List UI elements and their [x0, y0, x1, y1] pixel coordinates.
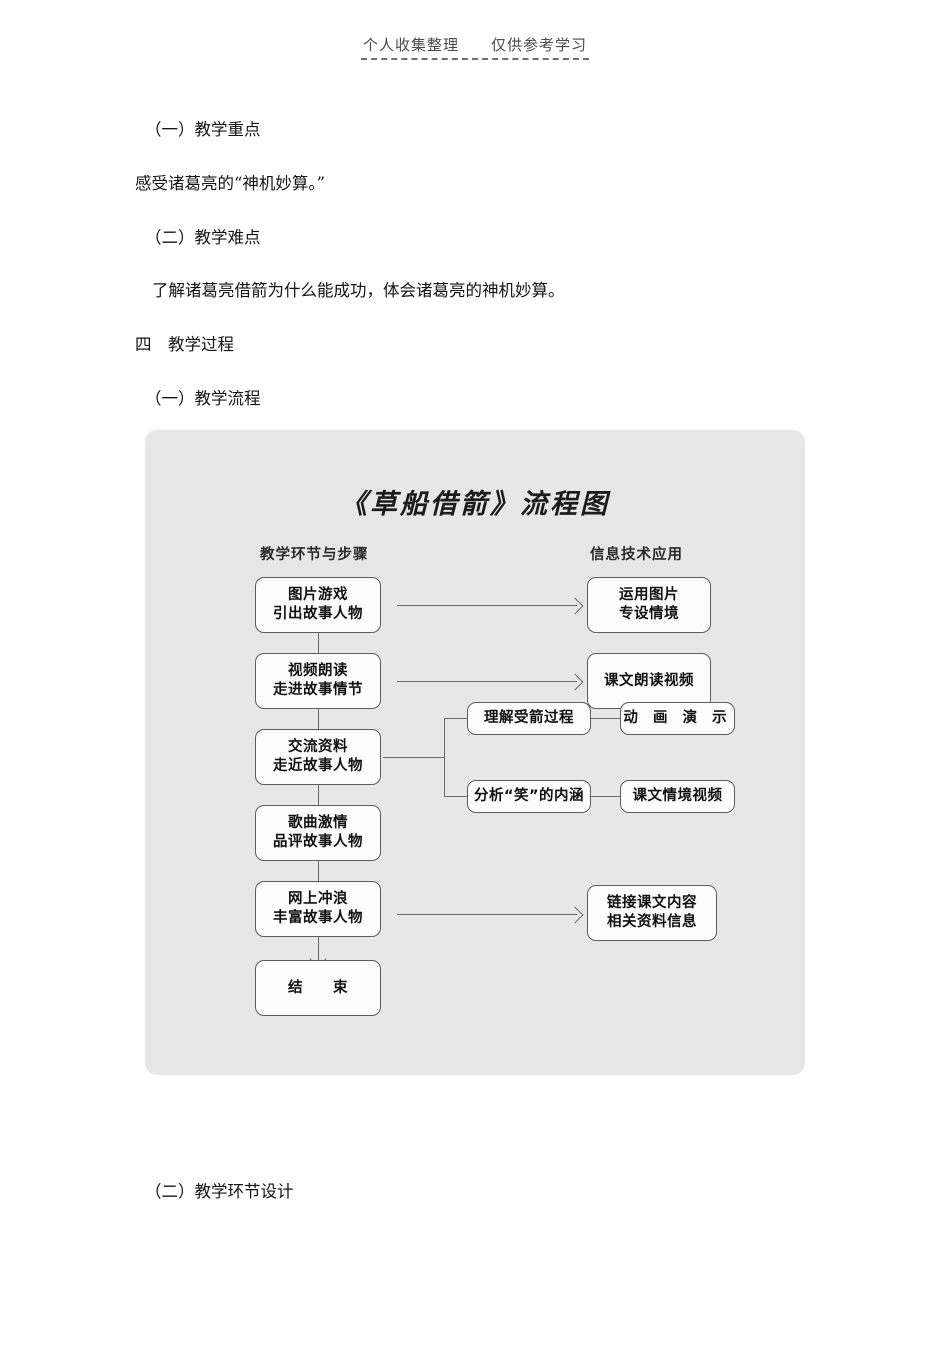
connector-step3-to-step4	[318, 785, 319, 811]
connector-branch-upper	[444, 718, 468, 719]
connector-step4-to-step5	[318, 861, 319, 887]
flowchart-title: 《草船借箭》流程图	[340, 489, 610, 520]
flow-node-step-4-line1: 歌曲激情	[288, 815, 348, 832]
flow-node-step-4[interactable]: 歌曲激情 品评故事人物	[255, 805, 381, 861]
flow-node-step-2-line2: 走进故事情节	[273, 682, 363, 698]
flow-node-branch-2-tech-label: 课文情境视频	[632, 788, 723, 805]
flow-node-step-2[interactable]: 视频朗读 走进故事情节	[255, 653, 381, 709]
flow-node-branch-2[interactable]: 分析“笑”的内涵	[467, 780, 591, 813]
arrowhead-step5-to-tech5	[566, 906, 584, 924]
page-header: 个人收集整理 仅供参考学习	[0, 34, 950, 60]
flow-node-tech-1[interactable]: 运用图片 专设情境	[587, 577, 711, 633]
flow-node-tech-2[interactable]: 课文朗读视频	[587, 653, 711, 709]
flow-node-tech-1-line2: 专设情境	[619, 606, 679, 622]
flow-node-step-3-line1: 交流资料	[288, 739, 348, 756]
flow-node-step-5-line1: 网上冲浪	[288, 891, 348, 908]
document-body: （一）教学重点 感受诸葛亮的“神机妙算。” （二）教学难点 了解诸葛亮借箭为什么…	[135, 118, 825, 441]
flow-node-tech-5[interactable]: 链接课文内容 相关资料信息	[587, 885, 717, 941]
flow-node-tech-1-line1: 运用图片	[619, 587, 679, 604]
flow-node-branch-2-tech[interactable]: 课文情境视频	[620, 780, 735, 813]
connector-branch-lower	[444, 796, 468, 797]
paragraph-teaching-difficulty-heading: （二）教学难点	[145, 227, 261, 247]
flow-node-step-5[interactable]: 网上冲浪 丰富故事人物	[255, 881, 381, 937]
connector-step1-to-step2	[318, 633, 319, 659]
flow-node-end[interactable]: 结 束	[255, 960, 381, 1016]
arrowhead-step1-to-tech1	[566, 597, 584, 615]
flow-node-step-2-line1: 视频朗读	[288, 663, 348, 680]
flow-node-step-1-line1: 图片游戏	[288, 587, 348, 604]
connector-step2-to-step3	[318, 709, 319, 735]
connector-step2-to-tech2	[397, 681, 577, 682]
connector-branch2-to-tech	[591, 796, 621, 797]
paragraph-teaching-focus-text: 感受诸葛亮的“神机妙算。”	[135, 173, 326, 193]
document-footer: （二）教学环节设计	[145, 1180, 294, 1205]
connector-step3-branch-trunk	[383, 757, 445, 758]
watermark-text: 个人收集整理 仅供参考学习	[360, 34, 589, 60]
paragraph-teaching-focus-heading: （一）教学重点	[145, 120, 261, 139]
flow-node-branch-1-tech[interactable]: 动 画 演 示	[620, 702, 735, 735]
arrowhead-step2-to-tech2	[566, 673, 584, 691]
flow-node-branch-1-label: 理解受箭过程	[484, 710, 574, 727]
flow-node-step-3[interactable]: 交流资料 走近故事人物	[255, 729, 381, 785]
column-header-technology: 信息技术应用	[590, 547, 683, 563]
flow-node-step-1-line2: 引出故事人物	[273, 606, 363, 622]
paragraph-teaching-steps-design: （二）教学环节设计	[145, 1182, 294, 1201]
connector-step5-to-end	[318, 937, 319, 963]
connector-step3-branch-spine	[444, 718, 445, 796]
flow-node-step-5-line2: 丰富故事人物	[273, 910, 363, 926]
flow-node-tech-2-line1: 课文朗读视频	[604, 672, 694, 689]
paragraph-section-four-heading: 四 教学过程	[135, 335, 234, 354]
flow-node-branch-1-tech-label: 动 画 演 示	[623, 710, 732, 727]
flow-node-branch-2-label: 分析“笑”的内涵	[473, 788, 585, 805]
flow-node-step-1[interactable]: 图片游戏 引出故事人物	[255, 577, 381, 633]
flow-node-tech-5-line2: 相关资料信息	[607, 914, 697, 930]
flowchart-panel: 《草船借箭》流程图 教学环节与步骤 信息技术应用 图片游戏 引出故事人物 运用图…	[145, 430, 805, 1075]
paragraph-teaching-flow-heading: （一）教学流程	[145, 388, 261, 408]
connector-step1-to-tech1	[397, 605, 577, 606]
column-header-steps: 教学环节与步骤	[260, 547, 369, 563]
flow-node-step-3-line2: 走近故事人物	[273, 758, 363, 774]
flow-node-end-label: 结 束	[288, 979, 348, 996]
flow-node-step-4-line2: 品评故事人物	[273, 834, 363, 850]
flow-node-tech-5-line1: 链接课文内容	[607, 895, 697, 912]
paragraph-teaching-difficulty-text: 了解诸葛亮借箭为什么能成功，体会诸葛亮的神机妙算。	[152, 281, 565, 301]
connector-step5-to-tech5	[397, 914, 577, 915]
flow-node-branch-1[interactable]: 理解受箭过程	[467, 702, 591, 735]
connector-branch1-to-tech	[591, 718, 621, 719]
